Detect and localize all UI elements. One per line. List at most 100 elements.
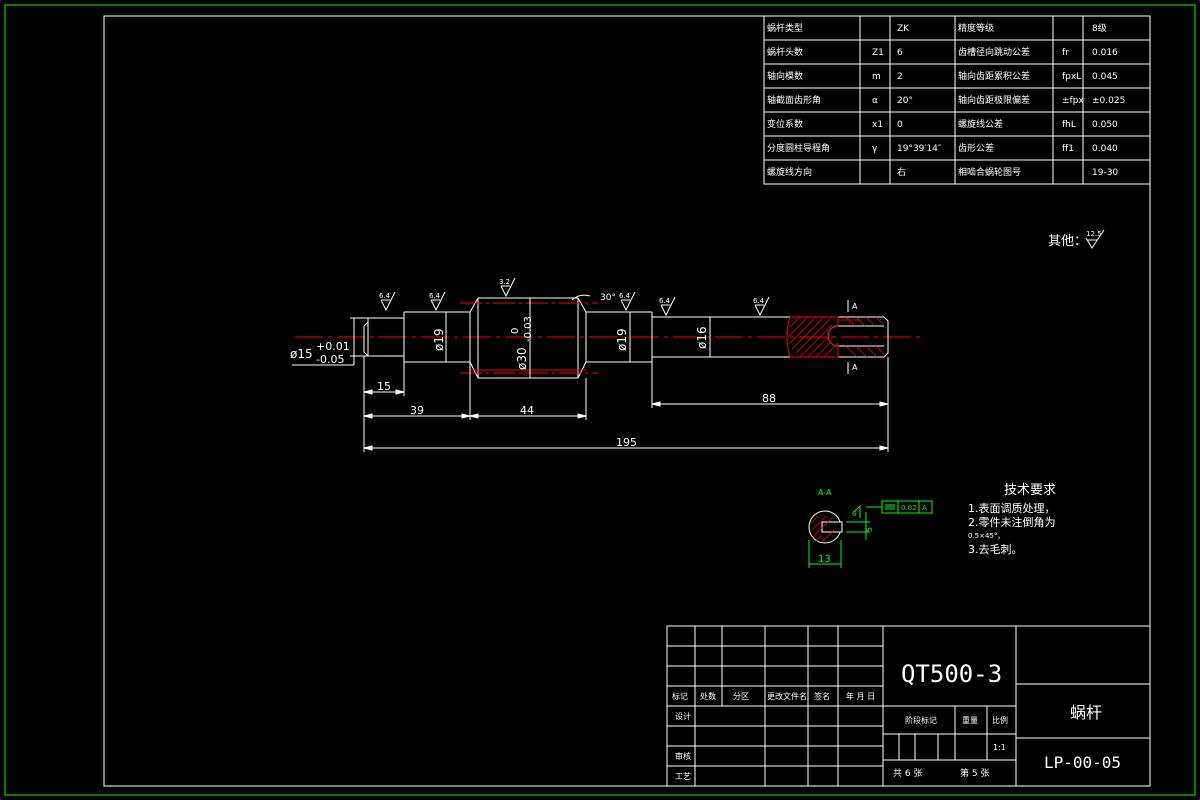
sheets-total: 共 6 张 bbox=[893, 768, 922, 779]
param-cell: fr bbox=[1062, 48, 1069, 58]
param-cell: 0.050 bbox=[1092, 120, 1118, 130]
section-view-a-a: A-A 13 6 5 0.02 A bbox=[808, 488, 933, 568]
worm-parameter-table bbox=[763, 15, 1151, 185]
param-cell: 2 bbox=[897, 72, 903, 82]
section-mark-bottom: A bbox=[852, 363, 858, 372]
param-cell: ±0.025 bbox=[1092, 96, 1125, 106]
roughness-value: 6.4 bbox=[753, 297, 765, 305]
dim-length-88: 88 bbox=[762, 392, 776, 405]
dim-length-39: 39 bbox=[410, 404, 424, 417]
param-cell: 0.016 bbox=[1092, 48, 1118, 58]
param-cell: 轴截面齿形角 bbox=[767, 94, 821, 106]
diameter-dimension-lines bbox=[292, 298, 711, 378]
weight-label: 重量 bbox=[962, 715, 978, 725]
design-label: 设计 bbox=[675, 711, 691, 721]
symmetry-datum: A bbox=[922, 504, 927, 512]
length-dimension-lines bbox=[363, 356, 889, 452]
param-cell: 0.040 bbox=[1092, 144, 1118, 154]
drawing-number: LP-00-05 bbox=[1044, 753, 1121, 772]
param-cell: 0.045 bbox=[1092, 72, 1118, 82]
param-cell: 8级 bbox=[1092, 22, 1107, 34]
section-mark-top: A bbox=[852, 302, 858, 311]
dim-d19-left: ø19 bbox=[432, 328, 446, 351]
dim-d19-right: ø19 bbox=[615, 328, 629, 351]
sheet-number: 第 5 张 bbox=[960, 767, 989, 779]
param-cell: 蜗杆头数 bbox=[767, 46, 803, 58]
param-cell: 6 bbox=[897, 48, 903, 58]
param-cell: m bbox=[872, 72, 881, 82]
roughness-symbol-icon bbox=[660, 296, 676, 317]
roughness-symbol-icon bbox=[1085, 229, 1105, 249]
technical-requirements: 技术要求 1.表面调质处理， 2.零件未注倒角为 0.5×45°， 3.去毛刺。 bbox=[968, 483, 1056, 556]
symmetry-tolerance-value: 0.02 bbox=[901, 504, 917, 512]
param-cell: 右 bbox=[897, 166, 906, 178]
material: QT500-3 bbox=[901, 660, 1002, 688]
roughness-value: 6.4 bbox=[619, 292, 631, 300]
tech-req-item: 3.去毛刺。 bbox=[968, 543, 1023, 556]
param-cell: 精度等级 bbox=[958, 22, 994, 34]
dim-d15-upper: +0.01 bbox=[316, 340, 350, 353]
dim-d30-upper: 0 bbox=[510, 328, 521, 334]
param-cell: 齿槽径向跳动公差 bbox=[958, 46, 1030, 58]
partial-section-hatch bbox=[786, 316, 885, 358]
process-label: 工艺 bbox=[675, 772, 691, 781]
param-cell: 螺旋线方向 bbox=[767, 166, 812, 178]
drawing-frame bbox=[103, 15, 1151, 787]
rev-header: 标记 bbox=[672, 691, 688, 701]
param-cell: 19°39′14″ bbox=[897, 144, 942, 154]
title-block-text: 标记 处数 分区 更改文件名 签名 年 月 日 设计 审核 工艺 QT500-3… bbox=[672, 660, 1121, 781]
dim-d15: ø15 bbox=[290, 347, 313, 361]
part-name: 蜗杆 bbox=[1070, 703, 1102, 722]
param-cell: x1 bbox=[872, 120, 883, 130]
dim-d30-lower: -0.03 bbox=[523, 316, 534, 342]
param-cell: α bbox=[872, 96, 878, 106]
roughness-symbol-icon bbox=[380, 291, 396, 312]
shaft-outline bbox=[363, 297, 889, 379]
param-cell: ZK bbox=[897, 24, 910, 34]
param-cell: fhL bbox=[1062, 120, 1076, 130]
scale-label: 比例 bbox=[992, 715, 1008, 725]
rev-header: 签名 bbox=[814, 691, 830, 701]
title-block bbox=[666, 625, 1151, 787]
param-cell: 0 bbox=[897, 120, 903, 130]
param-cell: 轴向齿距累积公差 bbox=[958, 70, 1030, 82]
roughness-value: 6.4 bbox=[379, 292, 391, 300]
roughness-value: 6.4 bbox=[659, 297, 671, 305]
rev-header: 更改文件名 bbox=[767, 691, 807, 701]
stage-label: 阶段标记 bbox=[905, 715, 937, 725]
other-roughness-note: 其他： 12.5 bbox=[1048, 229, 1105, 249]
param-cell: fpxL bbox=[1062, 72, 1081, 82]
section-dim-13: 13 bbox=[818, 554, 831, 565]
rev-header: 分区 bbox=[733, 692, 749, 701]
review-label: 审核 bbox=[675, 751, 691, 761]
rev-header: 年 月 日 bbox=[846, 691, 875, 701]
tech-req-item: 0.5×45°， bbox=[968, 532, 1004, 540]
param-cell: 蜗杆类型 bbox=[767, 22, 803, 34]
tech-req-title: 技术要求 bbox=[1004, 483, 1056, 498]
outer-sheet-border bbox=[4, 4, 1196, 796]
roughness-value: 3.2 bbox=[499, 278, 510, 286]
section-dim-6: 6 bbox=[852, 510, 857, 518]
param-cell: 相啮合蜗轮图号 bbox=[958, 166, 1021, 178]
param-cell: ±fpx bbox=[1062, 96, 1084, 106]
roughness-symbol-icon bbox=[754, 296, 770, 317]
tech-req-item: 1.表面调质处理， bbox=[968, 501, 1056, 515]
worm-thread-lines bbox=[460, 302, 598, 374]
dim-chamfer-angle: 30° bbox=[600, 293, 616, 303]
param-cell: γ bbox=[872, 144, 878, 154]
param-cell: 轴向齿距极限偏差 bbox=[958, 94, 1030, 106]
param-cell: 轴向模数 bbox=[767, 70, 803, 82]
param-cell: 分度圆柱导程角 bbox=[767, 142, 830, 154]
dim-length-195: 195 bbox=[616, 436, 637, 449]
param-cell: Z1 bbox=[872, 48, 884, 58]
dim-length-44: 44 bbox=[520, 404, 534, 417]
roughness-symbol-icon bbox=[430, 291, 446, 312]
param-cell: 螺旋线公差 bbox=[958, 118, 1003, 130]
dim-d30: ø30 bbox=[515, 347, 529, 370]
rev-header: 处数 bbox=[700, 691, 716, 701]
roughness-symbol-icon bbox=[620, 291, 636, 312]
section-dimension-lines bbox=[808, 500, 933, 568]
scale-value: 1:1 bbox=[993, 743, 1006, 752]
section-title: A-A bbox=[818, 488, 832, 497]
